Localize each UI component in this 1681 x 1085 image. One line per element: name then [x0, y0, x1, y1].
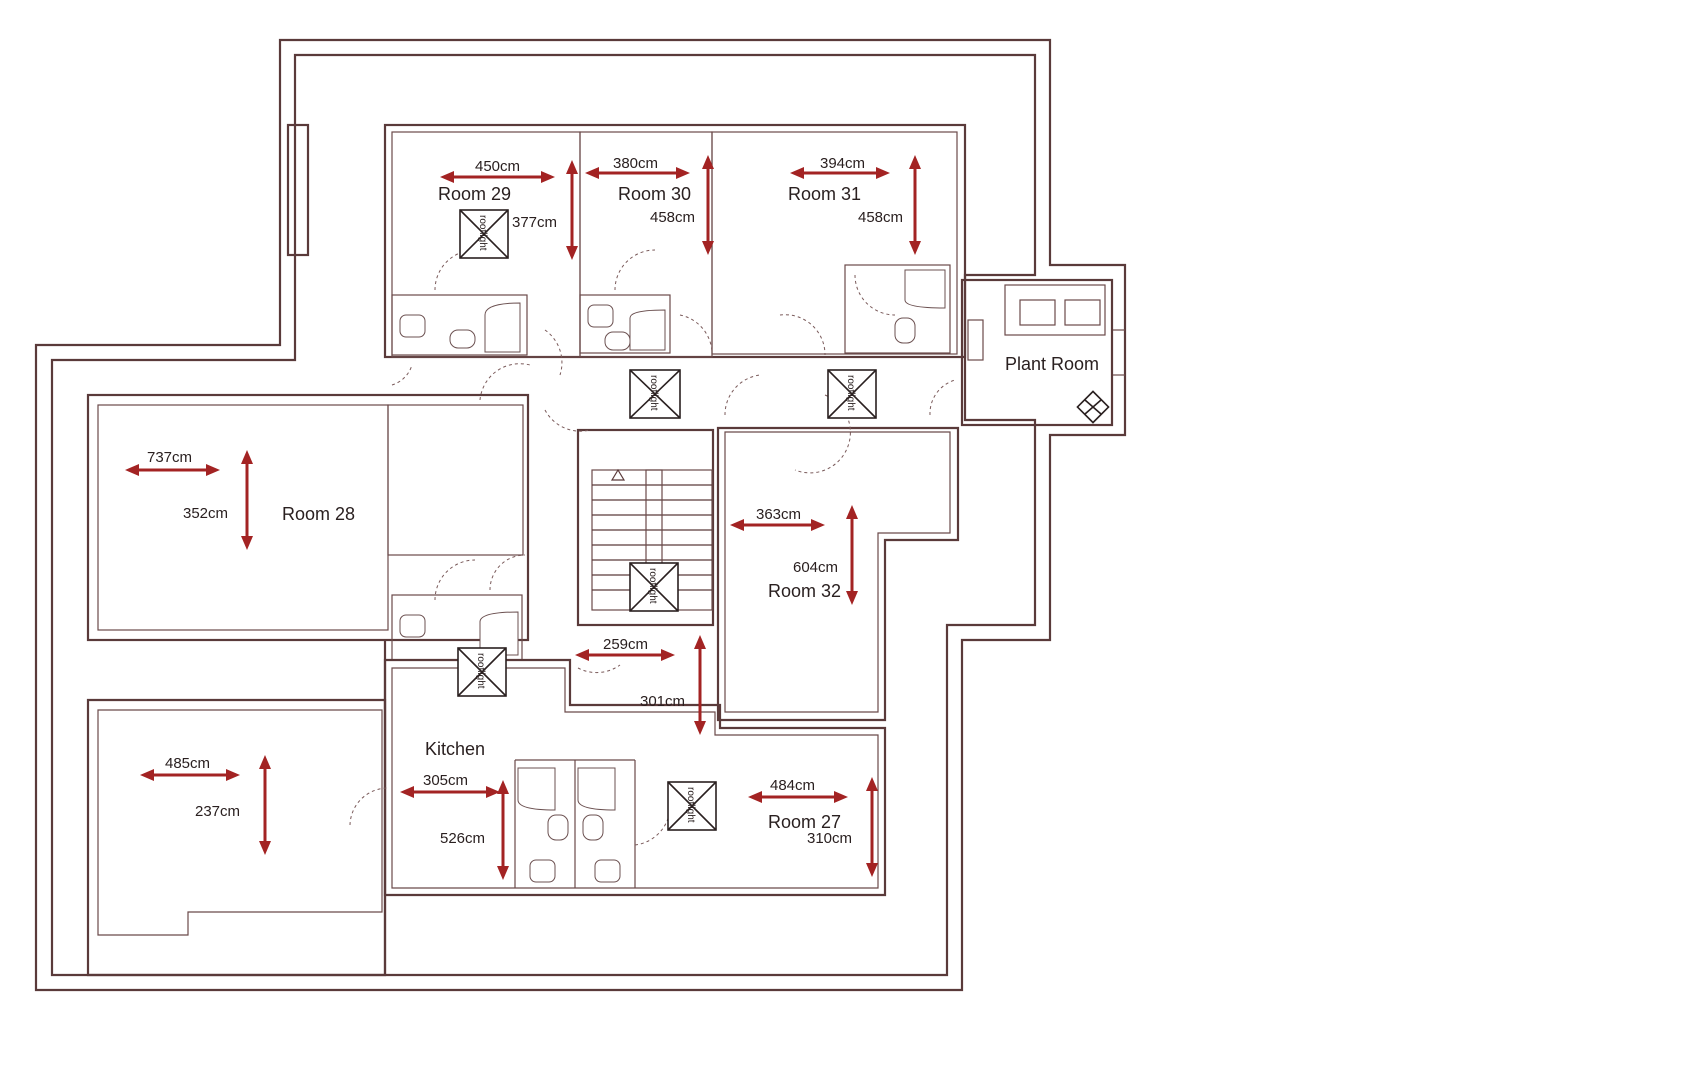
arrow-r31-width [790, 167, 890, 179]
plant-room-walls [960, 278, 1125, 427]
room27-label: Room 27 [768, 812, 841, 832]
svg-text:rooflight: rooflight [475, 653, 486, 689]
arrow-r32-width [730, 519, 825, 531]
arrow-r31-height [909, 155, 921, 255]
outer-walls [34, 38, 1127, 992]
r31-height-label: 458cm [858, 209, 903, 226]
arrow-hall-width [575, 649, 675, 661]
rooflight-bath: rooflight [457, 647, 507, 697]
rooflight-symbols: rooflight rooflight rooflight rooflight … [457, 209, 1110, 831]
rooflight-room27: rooflight [667, 781, 717, 831]
window-recess [286, 123, 310, 257]
kitchen-room27-walls [383, 658, 887, 897]
room28-walls [86, 393, 530, 661]
r29-width-label: 450cm [475, 158, 520, 175]
svg-text:rooflight: rooflight [685, 787, 696, 823]
r27-width-label: 484cm [770, 777, 815, 794]
svg-text:rooflight: rooflight [647, 568, 658, 604]
arrow-r28-height [241, 450, 253, 550]
rooflight-stair: rooflight [629, 562, 679, 612]
arrow-kitchen-height [497, 780, 509, 880]
arrow-r29-width [440, 171, 555, 183]
r28-height-label: 352cm [183, 505, 228, 522]
kitchen-width-label: 305cm [423, 772, 468, 789]
kitchen-label: Kitchen [425, 739, 485, 759]
dimension-labels: 450cm 377cm 380cm 458cm 394cm 458cm 737c… [147, 155, 903, 847]
hall-height-label: 301cm [640, 693, 685, 710]
room32-label: Room 32 [768, 581, 841, 601]
room31-label: Room 31 [788, 184, 861, 204]
r31-width-label: 394cm [820, 155, 865, 172]
sw-width-label: 485cm [165, 755, 210, 772]
dimension-arrows [125, 155, 921, 880]
r32-height-label: 604cm [793, 559, 838, 576]
r29-height-label: 377cm [512, 214, 557, 231]
sw-height-label: 237cm [195, 803, 240, 820]
bathroom-fixtures [399, 269, 946, 883]
arrow-sw-height [259, 755, 271, 855]
plant-room-vent [1076, 390, 1110, 424]
arrow-r29-height [566, 160, 578, 260]
svg-text:rooflight: rooflight [845, 375, 856, 411]
r27-height-label: 310cm [807, 830, 852, 847]
arrow-r28-width [125, 464, 220, 476]
arrow-kitchen-width [400, 786, 500, 798]
room-labels: Room 29 Room 30 Room 31 Room 28 Room 32 … [282, 184, 1099, 832]
room32-walls [716, 426, 960, 722]
room28-label: Room 28 [282, 504, 355, 524]
r32-width-label: 363cm [756, 506, 801, 523]
arrow-r32-height [846, 505, 858, 605]
plant-room-label: Plant Room [1005, 354, 1099, 374]
r28-width-label: 737cm [147, 449, 192, 466]
svg-text:rooflight: rooflight [648, 375, 659, 411]
room29-label: Room 29 [438, 184, 511, 204]
svg-text:rooflight: rooflight [477, 215, 488, 251]
arrow-sw-width [140, 769, 240, 781]
arrow-hall-height [694, 635, 706, 735]
arrow-r30-height [702, 155, 714, 255]
arrow-r30-width [585, 167, 690, 179]
arrow-r27-height [866, 777, 878, 877]
rooflight-room29: rooflight [459, 209, 509, 259]
rooflight-corridor-1: rooflight [629, 369, 681, 419]
arrow-r27-width [748, 791, 848, 803]
room30-label: Room 30 [618, 184, 691, 204]
rooflight-corridor-2: rooflight [827, 369, 877, 419]
r30-height-label: 458cm [650, 209, 695, 226]
hall-width-label: 259cm [603, 636, 648, 653]
r30-width-label: 380cm [613, 155, 658, 172]
kitchen-height-label: 526cm [440, 830, 485, 847]
